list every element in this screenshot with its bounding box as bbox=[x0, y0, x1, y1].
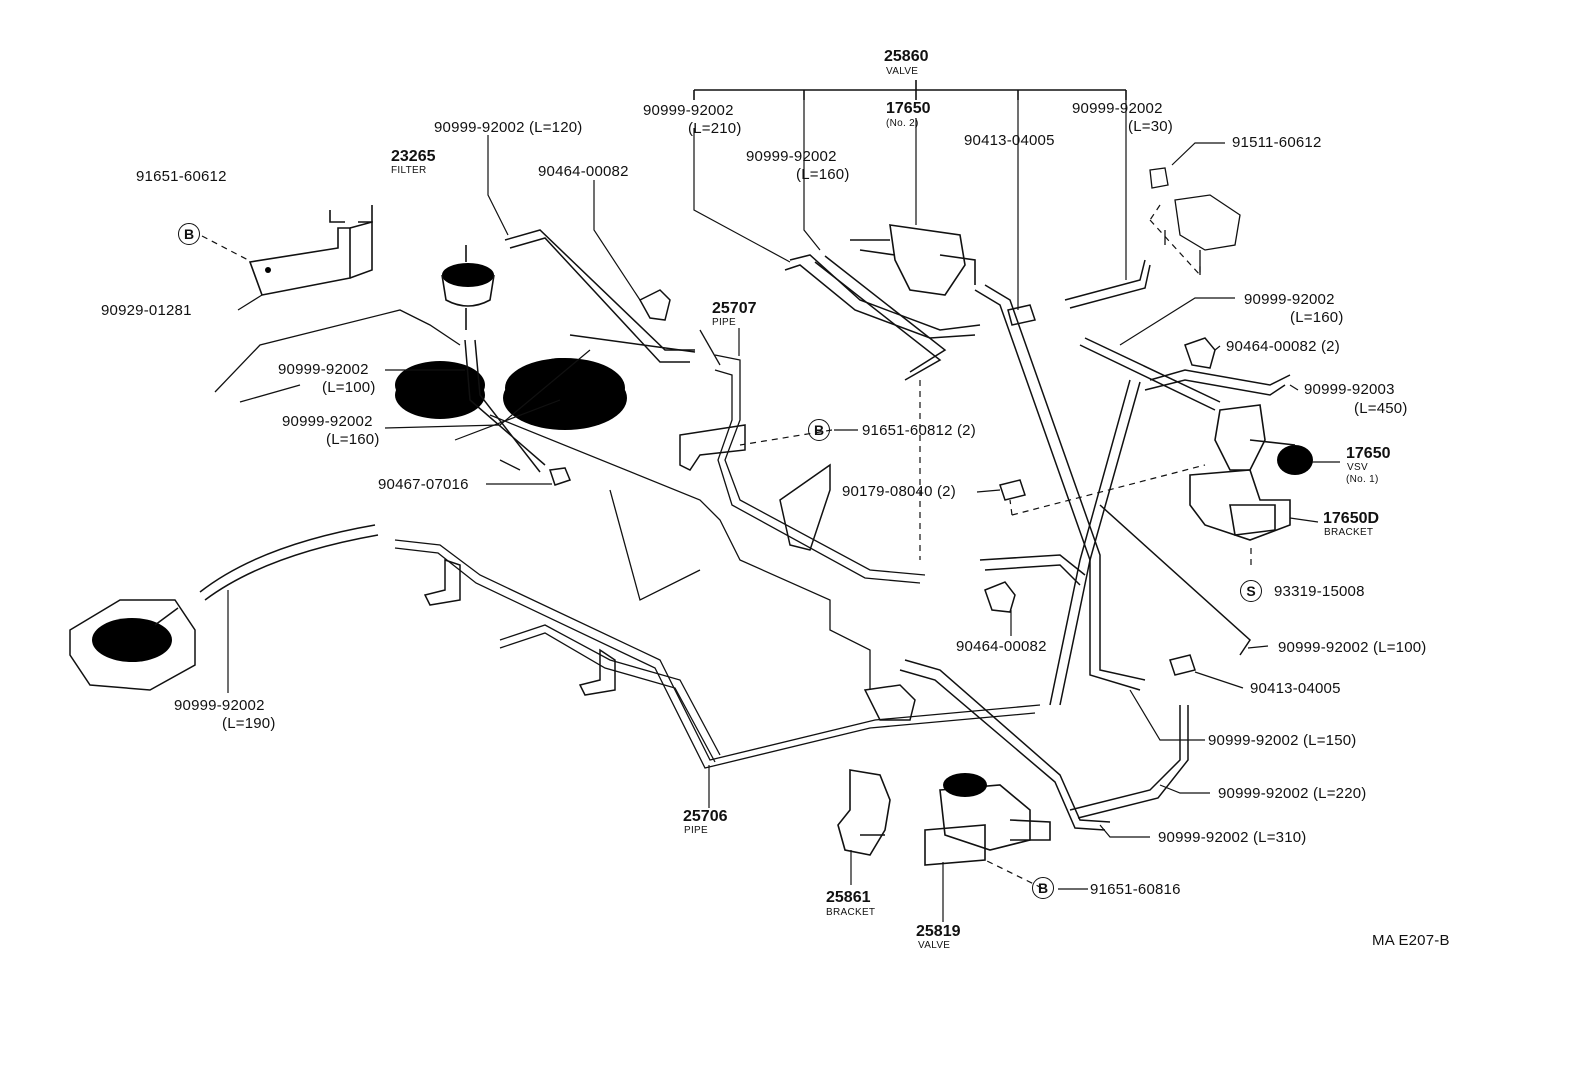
hose-l100-left-length: (L=100) bbox=[322, 379, 376, 396]
canister-shape bbox=[69, 599, 196, 691]
tee-90413-low-label: 90413-04005 bbox=[1250, 680, 1341, 697]
b-marker-middle: B bbox=[808, 419, 830, 441]
vsv-top-right-shape bbox=[1149, 167, 1241, 275]
engine-bores bbox=[395, 358, 627, 430]
bracket-90929-label: 90929-01281 bbox=[101, 302, 192, 319]
bracket-17650d-shape bbox=[1189, 469, 1291, 541]
pipes bbox=[394, 329, 1041, 769]
clamp-90464-right-label: 90464-00082 (2) bbox=[1226, 338, 1340, 355]
hose-l150-label: 90999-92002 (L=150) bbox=[1208, 732, 1357, 749]
hose-l160-right-length: (L=160) bbox=[1290, 309, 1344, 326]
vsv-no2-number: 17650 bbox=[886, 100, 931, 117]
hose-l30-number: 90999-92002 bbox=[1072, 100, 1163, 117]
hose-l100-right-label: 90999-92002 (L=100) bbox=[1278, 639, 1427, 656]
clamp-90464-top-label: 90464-00082 bbox=[538, 163, 629, 180]
hose-l100-left-number: 90999-92002 bbox=[278, 361, 369, 378]
vsv-no1-number: 17650 bbox=[1346, 445, 1391, 462]
hose-l160-left-number: 90999-92002 bbox=[282, 413, 373, 430]
hose-l160-top-number: 90999-92002 bbox=[746, 148, 837, 165]
engine-outline bbox=[214, 309, 871, 690]
filter-23265-caption: FILTER bbox=[391, 165, 427, 176]
bracket-25861-caption: BRACKET bbox=[826, 907, 876, 918]
b-marker-bottom: B bbox=[1032, 877, 1054, 899]
clamp-90464-low-label: 90464-00082 bbox=[956, 638, 1047, 655]
hose-l30-length: (L=30) bbox=[1128, 118, 1173, 135]
bracket-17650d-number: 17650D bbox=[1323, 510, 1380, 527]
hose-l310-label: 90999-92002 (L=310) bbox=[1158, 829, 1307, 846]
b-marker-top-left: B bbox=[178, 223, 200, 245]
hoses bbox=[199, 229, 1291, 831]
bracket-25861-shape bbox=[837, 769, 891, 856]
valve-25819-caption: VALVE bbox=[918, 940, 951, 951]
hose-l160-right-number: 90999-92002 bbox=[1244, 291, 1335, 308]
hose-l220-label: 90999-92002 (L=220) bbox=[1218, 785, 1367, 802]
hose-l210-length: (L=210) bbox=[688, 120, 742, 137]
vsv-no2-shape bbox=[850, 224, 976, 296]
valve-25860-caption: VALVE bbox=[886, 66, 919, 77]
screw-93319-label: 93319-15008 bbox=[1274, 583, 1365, 600]
tee-90413-top-label: 90413-04005 bbox=[964, 132, 1055, 149]
filter-23265-number: 23265 bbox=[391, 148, 436, 165]
valve-25819-shape bbox=[924, 773, 1051, 866]
bracket-25861-number: 25861 bbox=[826, 889, 871, 906]
filter-shape bbox=[441, 245, 495, 330]
pipe-25707-caption: PIPE bbox=[712, 317, 736, 328]
small-parts bbox=[549, 289, 1216, 676]
hose-l190-number: 90999-92002 bbox=[174, 697, 265, 714]
leader-lines bbox=[227, 100, 1340, 922]
bolt-91651-low-label: 91651-60816 bbox=[1090, 881, 1181, 898]
bolt-91651-top-left-label: 91651-60612 bbox=[136, 168, 227, 185]
bolt-91651-mid-label: 91651-60812 (2) bbox=[862, 422, 976, 439]
hose-l120-label: 90999-92002 (L=120) bbox=[434, 119, 583, 136]
diagram-code: MA E207-B bbox=[1372, 932, 1450, 949]
clip-90467-label: 90467-07016 bbox=[378, 476, 469, 493]
valve-header-bracket bbox=[693, 80, 1127, 100]
pipe-25707-number: 25707 bbox=[712, 300, 757, 317]
bolt-91511-label: 91511-60612 bbox=[1232, 134, 1322, 151]
bracket-17650d-caption: BRACKET bbox=[1324, 527, 1374, 538]
vsv-no1-caption: VSV bbox=[1347, 462, 1368, 473]
pipe-brackets bbox=[423, 424, 916, 721]
pipe-25706-number: 25706 bbox=[683, 808, 728, 825]
s-marker: S bbox=[1240, 580, 1262, 602]
hose-l160-left-length: (L=160) bbox=[326, 431, 380, 448]
vsv-no1-shape bbox=[1214, 404, 1313, 475]
valve-25860-number: 25860 bbox=[884, 48, 929, 65]
vsv-no2-caption: (No. 2) bbox=[886, 118, 919, 129]
hose-92003-number: 90999-92003 bbox=[1304, 381, 1395, 398]
pipe-25706-caption: PIPE bbox=[684, 825, 708, 836]
grommet-90179-label: 90179-08040 (2) bbox=[842, 483, 956, 500]
vsv-no1-caption-2: (No. 1) bbox=[1346, 474, 1379, 485]
hose-92003-length: (L=450) bbox=[1354, 400, 1408, 417]
hose-l190-length: (L=190) bbox=[222, 715, 276, 732]
bracket-90929-shape bbox=[248, 205, 373, 296]
hose-l160-top-length: (L=160) bbox=[796, 166, 850, 183]
hose-l210-number: 90999-92002 bbox=[643, 102, 734, 119]
valve-25819-number: 25819 bbox=[916, 923, 961, 940]
